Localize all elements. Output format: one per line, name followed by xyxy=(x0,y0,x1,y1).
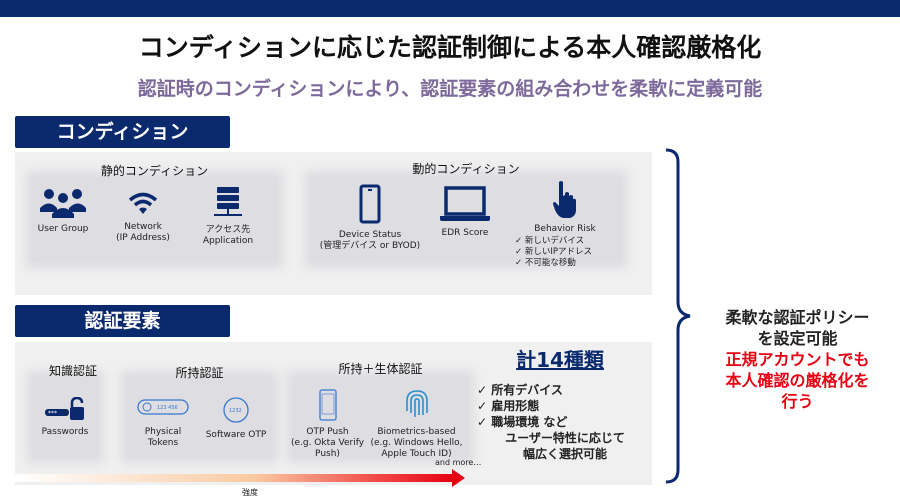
check-employment: ✓ 雇用形態 xyxy=(477,399,540,413)
edr-score-label: EDR Score xyxy=(441,228,489,238)
svg-text:***: *** xyxy=(48,410,57,417)
hardware-token-icon: 123 456 xyxy=(137,399,189,415)
otp-push-item: OTP Push (e.g. Okta Verify Push) xyxy=(290,389,365,460)
page-subtitle: 認証時のコンディションにより、認証要素の組み合わせを柔軟に定義可能 xyxy=(137,78,763,100)
pointing-hand-icon xyxy=(553,181,576,218)
device-status-item: Device Status (管理デバイス or BYOD) xyxy=(315,184,425,252)
physical-token-label: Physical xyxy=(144,427,182,437)
laptop-icon xyxy=(440,186,490,221)
factors-panel: 知識認証 所持認証 所持＋生体認証 *** Passwords 123 456 … xyxy=(15,342,652,485)
check-environment: ✓ 職場環境 など xyxy=(477,415,568,429)
software-otp-item: 1232 Software OTP xyxy=(191,397,281,441)
network-label: Network xyxy=(124,222,162,232)
and-more-text: and more… xyxy=(435,458,482,467)
password-lock-icon: *** xyxy=(45,397,84,420)
emphasis-line3: 行う xyxy=(781,392,814,411)
dynamic-title: 動的コンディション xyxy=(412,162,520,176)
static-title: 静的コンディション xyxy=(100,164,209,178)
application-item: アクセス先 Application xyxy=(183,187,273,247)
user-group-item: User Group xyxy=(18,186,108,235)
top-bar xyxy=(0,0,900,17)
wifi-icon xyxy=(128,192,158,214)
svg-text:123 456: 123 456 xyxy=(157,405,178,411)
strength-label: 強度 xyxy=(242,488,258,497)
possession-title: 所持認証 xyxy=(175,366,224,380)
otp-push-sublabel: (e.g. Okta Verify xyxy=(290,438,365,448)
network-sublabel: (IP Address) xyxy=(116,233,170,243)
risk-new-device: ✓ 新しいデバイス xyxy=(515,236,585,246)
knowledge-title: 知識認証 xyxy=(48,364,97,378)
bio-title: 所持＋生体認証 xyxy=(338,362,423,376)
check-device: ✓ 所有デバイス xyxy=(477,383,563,397)
characteristics-note: ユーザー特性に応じて 幅広く選択可能 xyxy=(485,430,645,462)
conditions-panel: 静的コンディション 動的コンディション User Group Network (… xyxy=(15,152,652,295)
network-item: Network (IP Address) xyxy=(98,190,188,244)
server-icon xyxy=(214,187,242,216)
total-count: 計14種類 xyxy=(516,348,604,372)
risk-impossible-travel: ✓ 不可能な移動 xyxy=(515,258,576,268)
smartphone-icon xyxy=(359,184,381,224)
physical-token-sublabel: Tokens xyxy=(147,438,179,448)
fingerprint-icon xyxy=(405,390,428,417)
mobile-push-icon xyxy=(318,389,337,421)
user-group-label: User Group xyxy=(37,224,89,234)
policy-line1: 柔軟な認証ポリシー xyxy=(725,308,870,327)
risk-new-ip: ✓ 新しいIPアドレス xyxy=(515,247,592,257)
users-icon xyxy=(40,189,86,218)
note-line2: 幅広く選択可能 xyxy=(522,447,607,461)
characteristics-list: ✓ 所有デバイス ✓ 雇用形態 ✓ 職場環境 など xyxy=(477,382,567,430)
physical-token-item: 123 456 Physical Tokens xyxy=(118,399,208,449)
strength-arrow-head xyxy=(452,469,465,487)
risk-list: ✓ 新しいデバイス ✓ 新しいIPアドレス ✓ 不可能な移動 xyxy=(515,236,592,269)
otp-icon: 1232 xyxy=(223,397,249,423)
application-sublabel: Application xyxy=(202,236,254,246)
biometrics-sublabel2: Apple Touch ID) xyxy=(381,449,452,459)
application-label: アクセス先 xyxy=(205,225,251,235)
conditions-label: コンディション xyxy=(15,116,230,148)
emphasis-line2: 本人確認の厳格化を xyxy=(725,371,870,390)
edr-score-item: EDR Score xyxy=(420,186,510,239)
behavior-risk-item: Behavior Risk xyxy=(520,180,610,235)
device-status-label: Device Status xyxy=(338,230,402,240)
note-line1: ユーザー特性に応じて xyxy=(505,431,625,445)
page-title: コンディションに応じた認証制御による本人確認厳格化 xyxy=(138,33,762,62)
passwords-label: Passwords xyxy=(41,427,89,437)
biometrics-item: Biometrics-based (e.g. Windows Hello, Ap… xyxy=(369,389,464,460)
policy-text: 柔軟な認証ポリシー を設定可能 正規アカウントでも 本人確認の厳格化を 行う xyxy=(695,307,900,412)
biometrics-label: Biometrics-based xyxy=(377,427,456,437)
strength-arrow-bar xyxy=(15,474,453,482)
svg-text:1232: 1232 xyxy=(229,408,242,414)
otp-push-label: OTP Push xyxy=(306,427,349,437)
device-status-sublabel: (管理デバイス or BYOD) xyxy=(319,241,421,251)
biometrics-sublabel: (e.g. Windows Hello, xyxy=(370,438,463,448)
knowledge-box xyxy=(33,377,98,457)
factors-label: 認証要素 xyxy=(15,305,230,337)
software-otp-label: Software OTP xyxy=(205,430,267,440)
emphasis-line1: 正規アカウントでも xyxy=(725,350,870,369)
right-brace-icon xyxy=(665,148,691,484)
behavior-risk-label: Behavior Risk xyxy=(534,224,596,234)
passwords-item: *** Passwords xyxy=(20,397,110,438)
policy-line2: を設定可能 xyxy=(757,329,838,348)
possession-box xyxy=(127,377,272,457)
otp-push-sublabel2: Push) xyxy=(315,449,340,459)
